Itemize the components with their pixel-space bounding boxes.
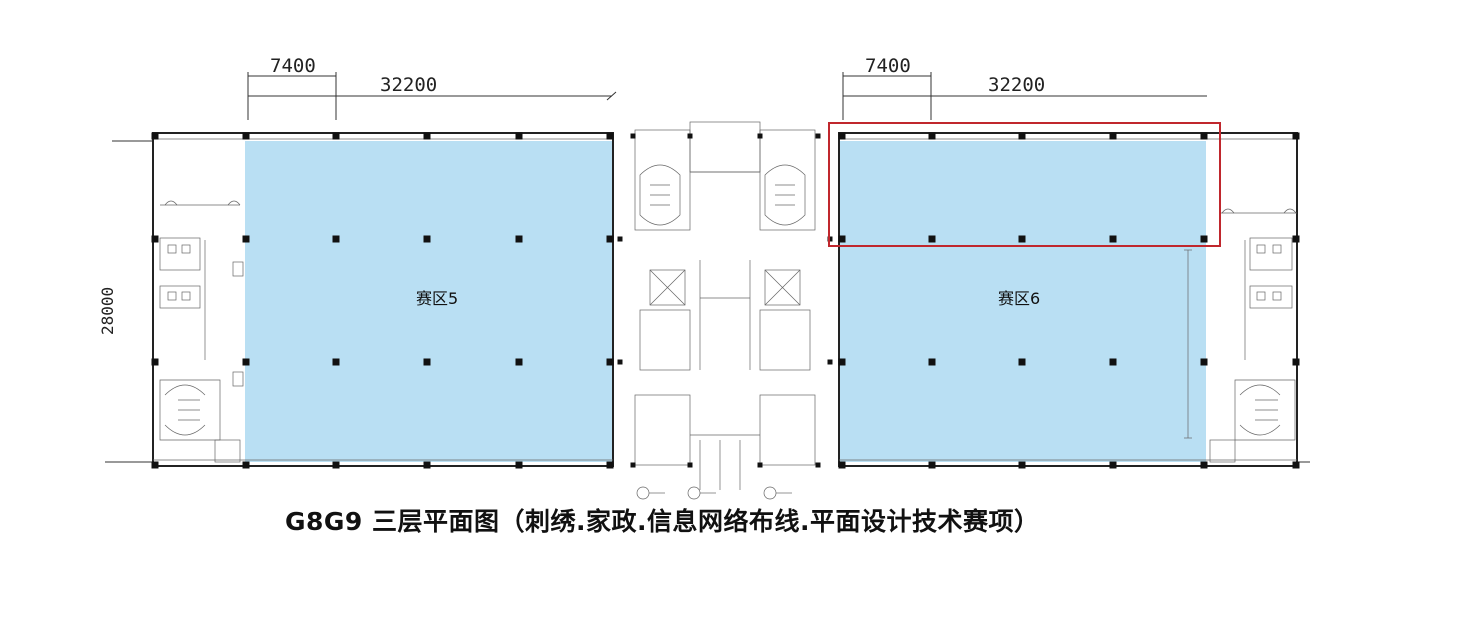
column-marker <box>1200 358 1208 366</box>
left-dimension-lines: 7400 32200 <box>247 55 617 120</box>
structural-columns <box>151 132 1300 469</box>
right-service-core <box>1184 208 1297 463</box>
column-marker <box>687 133 693 139</box>
zone-5-label: 赛区5 <box>416 289 458 308</box>
column-marker <box>1018 132 1026 140</box>
column-marker <box>838 235 846 243</box>
column-marker <box>617 359 623 365</box>
column-marker <box>423 132 431 140</box>
column-marker <box>1200 461 1208 469</box>
column-marker <box>928 461 936 469</box>
zone-5-area <box>245 141 613 462</box>
column-marker <box>606 461 614 469</box>
column-marker <box>1200 235 1208 243</box>
column-marker <box>1109 461 1117 469</box>
column-marker <box>332 235 340 243</box>
column-marker <box>630 462 636 468</box>
column-marker <box>838 358 846 366</box>
column-marker <box>1200 132 1208 140</box>
column-marker <box>423 358 431 366</box>
column-marker <box>928 235 936 243</box>
column-marker <box>606 235 614 243</box>
column-marker <box>242 358 250 366</box>
left-dim-depth: 28000 <box>98 287 117 335</box>
left-depth-dimension: 28000 <box>98 140 152 463</box>
central-core <box>634 121 816 500</box>
column-marker <box>515 132 523 140</box>
column-marker <box>151 358 159 366</box>
column-marker <box>423 235 431 243</box>
column-marker <box>332 358 340 366</box>
column-marker <box>151 461 159 469</box>
column-marker <box>423 461 431 469</box>
column-marker <box>687 462 693 468</box>
column-marker <box>515 461 523 469</box>
column-marker <box>928 358 936 366</box>
column-marker <box>757 133 763 139</box>
highlight-frame <box>828 122 1221 247</box>
column-marker <box>1292 132 1300 140</box>
column-marker <box>515 358 523 366</box>
column-marker <box>151 235 159 243</box>
column-marker <box>617 236 623 242</box>
outer-walls <box>105 132 1310 467</box>
column-marker <box>515 235 523 243</box>
column-marker <box>928 132 936 140</box>
column-marker <box>1109 132 1117 140</box>
column-marker <box>606 358 614 366</box>
right-dim-total: 32200 <box>988 74 1045 96</box>
column-marker <box>1109 235 1117 243</box>
column-marker <box>332 132 340 140</box>
column-marker <box>827 359 833 365</box>
column-marker <box>1292 461 1300 469</box>
column-marker <box>1018 358 1026 366</box>
zone-6-area <box>840 141 1206 462</box>
column-marker <box>838 132 846 140</box>
left-dim-bay: 7400 <box>270 55 316 77</box>
drawing-caption: G8G9 三层平面图（刺绣.家政.信息网络布线.平面设计技术赛项） <box>285 507 1040 536</box>
column-marker <box>838 461 846 469</box>
column-marker <box>1109 358 1117 366</box>
left-dim-total: 32200 <box>380 74 437 96</box>
column-marker <box>1018 235 1026 243</box>
left-service-core <box>159 200 244 463</box>
column-marker <box>606 132 614 140</box>
right-dimension-lines: 7400 32200 <box>842 55 1207 120</box>
column-marker <box>1018 461 1026 469</box>
right-dim-bay: 7400 <box>865 55 911 77</box>
column-marker <box>151 132 159 140</box>
column-marker <box>1292 235 1300 243</box>
column-marker <box>1292 358 1300 366</box>
column-marker <box>630 133 636 139</box>
column-marker <box>242 132 250 140</box>
zone-6-label: 赛区6 <box>998 289 1040 308</box>
column-marker <box>332 461 340 469</box>
column-marker <box>815 462 821 468</box>
column-marker <box>242 235 250 243</box>
column-marker <box>815 133 821 139</box>
column-marker <box>242 461 250 469</box>
column-marker <box>757 462 763 468</box>
